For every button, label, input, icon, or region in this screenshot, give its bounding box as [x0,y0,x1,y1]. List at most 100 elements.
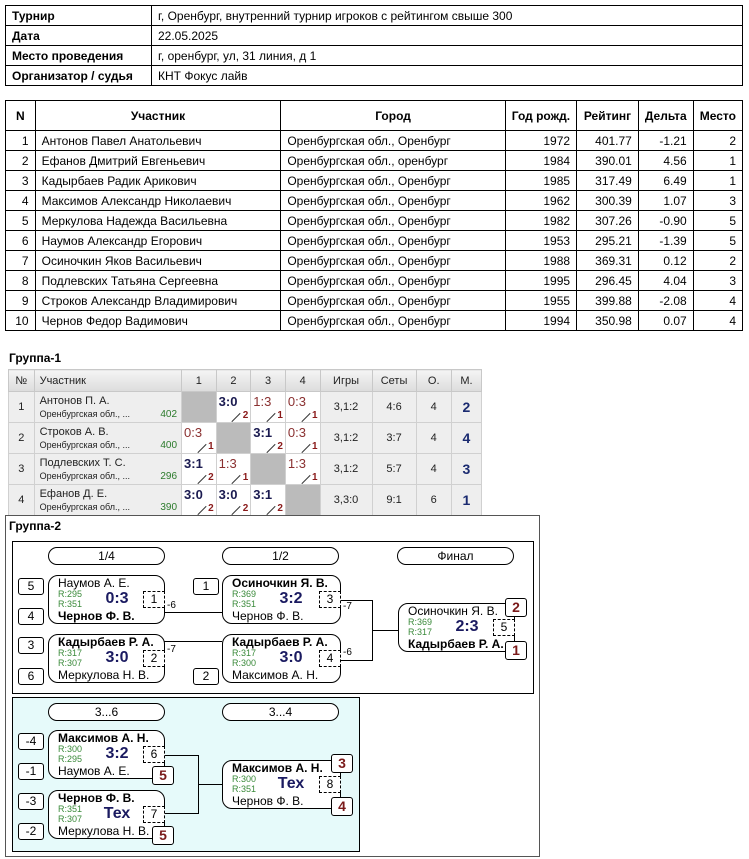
final-place-box: 3 [331,754,353,773]
table-cell: 307.26 [576,210,639,231]
table-cell: 390.01 [576,150,639,171]
match-points: 1 [277,410,283,421]
table-cell: 0.12 [637,250,694,271]
match-points: 2 [242,410,249,421]
place: 3 [450,453,483,485]
score: 1:3 [253,394,272,409]
divider-slash [197,443,207,454]
table-cell: Антонов Павел Анатольевич [34,130,282,151]
table-cell: 1988 [504,250,578,271]
rating-2: R:307 [58,814,83,824]
games: 3,3:0 [319,484,373,516]
table-cell: 0.07 [637,310,694,331]
participant-cell: Ефанов Д. Е.Оренбургская обл., ...390 [33,484,183,516]
column-header: Игры [319,369,373,392]
row-number: 4 [8,484,35,516]
table-cell: 3 [692,190,744,211]
table-cell: 317.49 [576,170,639,191]
info-label: Турнир [5,5,152,26]
table-cell: 1994 [504,310,578,331]
column-header: Город [280,100,506,131]
info-value: г, Оренбург, внутренний турнир игроков с… [151,5,743,26]
player-2: Чернов Ф. В. [58,609,135,623]
connector-line [372,630,398,631]
sets: 5:7 [371,453,417,485]
table-cell: Строков Александр Владимирович [34,290,282,311]
table-cell: Осиночкин Яков Васильевич [34,250,282,271]
score-cell[interactable]: 1:3 1 [250,391,286,423]
round-header: 1/2 [222,547,339,565]
table-cell: 1 [692,170,744,191]
table-cell: Оренбургская обл., Оренбург [280,130,506,151]
score: 1:3 [218,456,237,471]
connector-line [339,660,372,661]
table-cell: Кадырбаев Радик Арикович [34,170,282,191]
participant-cell: Строков А. В.Оренбургская обл., ...400 [33,422,183,454]
table-cell: 5 [692,230,744,251]
participant-cell: Антонов П. А.Оренбургская обл., ...402 [33,391,183,423]
info-label: Дата [5,25,152,46]
info-label: Организатор / судья [5,65,152,86]
table-cell: 9 [5,290,36,311]
divider-slash [231,412,241,423]
player-1: Осиночкин Я. В. [408,604,498,618]
round-header: Финал [397,547,514,565]
score: 3:0 [218,487,238,502]
table-cell: Чернов Федор Вадимович [34,310,282,331]
match-score: 3:2 [279,590,303,607]
table-cell: 399.88 [576,290,639,311]
seed-box: 3 [18,637,44,654]
table-cell: Оренбургская обл., Оренбург [280,310,506,331]
column-header: 4 [284,369,321,392]
table-cell: 2 [5,150,36,171]
player-2: Наумов А. Е. [58,764,130,778]
table-cell: 3 [692,270,744,291]
seed-box: -1 [18,763,44,780]
table-cell: Максимов Александр Николаевич [34,190,282,211]
player-2: Максимов А. Н. [232,668,319,682]
sets: 9:1 [371,484,417,516]
match-number: 6 [143,746,165,763]
participant-rating: 402 [160,409,178,420]
rating-2: R:351 [232,599,257,609]
participant-rating: 390 [160,502,178,513]
group-2-panel [5,515,540,857]
table-cell: Оренбургская обл., Оренбург [280,270,506,291]
table-cell: Оренбургская обл., Оренбург [280,190,506,211]
rating-2: R:300 [232,658,257,668]
rating-1: R:351 [58,804,83,814]
sets: 3:7 [371,422,417,454]
match-points: 2 [208,503,214,514]
group-2-title: Группа-2 [9,519,62,533]
self-cell [181,391,217,423]
participant-city: Оренбургская обл., ... [39,439,131,450]
column-header: 1 [181,369,217,392]
player-2: Меркулова Н. В. [58,824,150,838]
